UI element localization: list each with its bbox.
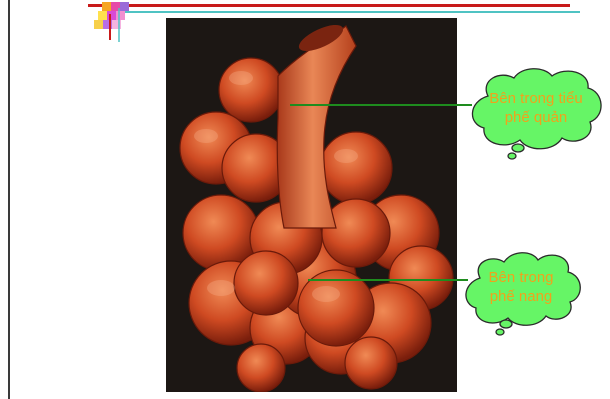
callout-label-line: phế quản bbox=[468, 108, 604, 127]
top-header-rule-secondary bbox=[112, 11, 580, 13]
callout-label-line: phế nang bbox=[462, 287, 580, 306]
slide-logo-icon bbox=[88, 0, 138, 42]
top-header-rule bbox=[88, 4, 570, 7]
callout-label-line: Bên trong bbox=[462, 268, 580, 287]
callout-label-bronchiole: Bên trong tiểu phế quản bbox=[468, 89, 604, 127]
callout-pointer-bronchiole bbox=[290, 104, 472, 106]
left-border-rule bbox=[8, 0, 10, 399]
callout-label-line: Bên trong tiểu bbox=[468, 89, 604, 108]
callout-pointer-alveolus bbox=[308, 279, 468, 281]
callout-label-alveolus: Bên trong phế nang bbox=[462, 268, 580, 306]
bronchiole-alveoli-illustration bbox=[166, 18, 457, 392]
